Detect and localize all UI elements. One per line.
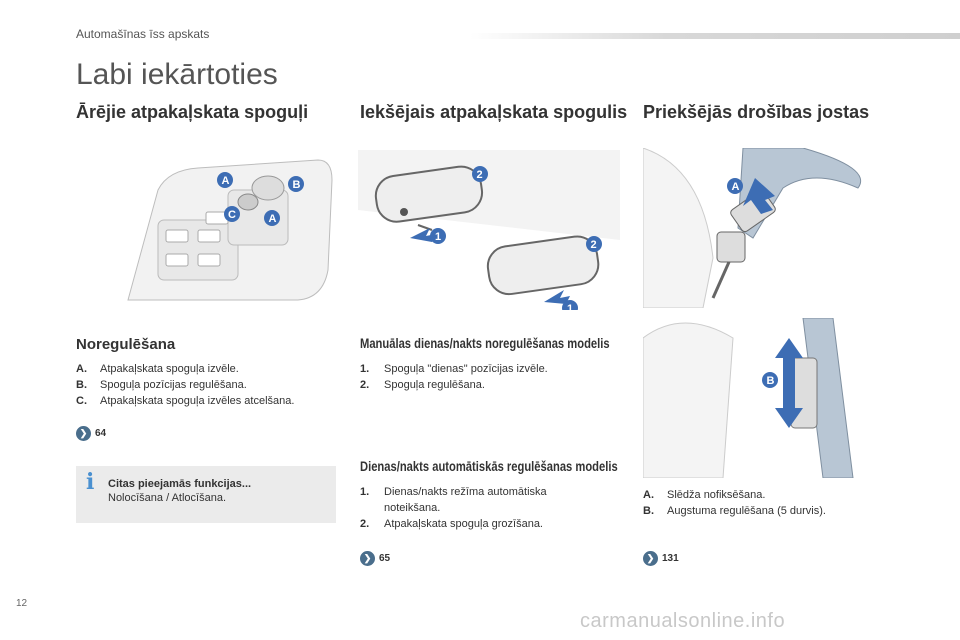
- page-reference-65[interactable]: ❯ 65: [360, 551, 390, 566]
- list-item: B.Augstuma regulēšana (5 durvis).: [643, 505, 826, 517]
- mirror-int-title: Iekšējais atpakaļskata spogulis: [360, 102, 628, 122]
- callout-a-badge: A: [727, 178, 743, 194]
- callout-1-badge: 1: [430, 228, 446, 244]
- adjustment-subtitle: Noregulēšana: [76, 336, 176, 353]
- seatbelt-buckle-illustration: A: [643, 148, 862, 308]
- chevron-right-icon: ❯: [76, 426, 91, 441]
- svg-text:2: 2: [477, 169, 483, 181]
- callout-1b-badge: 1: [562, 300, 578, 310]
- svg-text:1: 1: [567, 303, 573, 310]
- page-reference-64[interactable]: ❯ 64: [76, 426, 106, 441]
- callout-b-badge: B: [288, 176, 304, 192]
- list-item: 2.Atpakaļskata spoguļa grozīšana.: [360, 518, 543, 530]
- list-item: noteikšana.: [384, 502, 441, 514]
- chevron-right-icon: ❯: [360, 551, 375, 566]
- mirrors-ext-list: A.Atpakaļskata spoguļa izvēle. B.Spoguļa…: [76, 361, 336, 409]
- interior-mirror-illustration: 2 1 2 1: [358, 150, 620, 310]
- callout-a-badge: A: [217, 172, 233, 188]
- svg-text:2: 2: [591, 239, 597, 251]
- manual-list: 1.Spoguļa "dienas" pozīcijas izvēle. 2.S…: [360, 361, 620, 393]
- auto-model-subtitle: Dienas/nakts automātiskās regulēšanas mo…: [360, 458, 618, 474]
- callout-a2-badge: A: [264, 210, 280, 226]
- seatbelt-height-illustration: B: [643, 318, 854, 478]
- callout-b-badge: B: [762, 372, 778, 388]
- callout-2b-badge: 2: [586, 236, 602, 252]
- info-box: [76, 466, 336, 523]
- list-item: A.Atpakaļskata spoguļa izvēle.: [76, 363, 239, 375]
- seatbelt-list: A.Slēdža nofiksēšana. B.Augstuma regulēš…: [643, 487, 903, 519]
- seatbelts-title: Priekšējās drošības jostas: [643, 102, 870, 122]
- svg-text:1: 1: [435, 231, 441, 243]
- door-switch-illustration: A B C A: [127, 159, 333, 301]
- svg-text:A: A: [222, 175, 230, 187]
- svg-text:A: A: [269, 213, 277, 225]
- info-icon: i: [86, 469, 95, 495]
- page-number: 12: [16, 598, 28, 609]
- running-head: Automašīnas īss apskats: [76, 27, 210, 41]
- callout-2-badge: 2: [472, 166, 488, 182]
- svg-text:C: C: [228, 209, 236, 221]
- mirrors-ext-title: Ārējie atpakaļskata spoguļi: [76, 102, 309, 122]
- header-rule: [470, 33, 960, 39]
- svg-text:A: A: [732, 181, 740, 193]
- auto-list: 1.Dienas/nakts režīma automātiska noteik…: [360, 484, 620, 532]
- info-title: Citas pieejamās funkcijas...: [108, 478, 252, 490]
- list-item: B.Spoguļa pozīcijas regulēšana.: [76, 379, 247, 391]
- chevron-right-icon: ❯: [643, 551, 658, 566]
- svg-text:B: B: [767, 375, 775, 387]
- callout-c-badge: C: [224, 206, 240, 222]
- manual-model-subtitle: Manuālas dienas/nakts noregulēšanas mode…: [360, 335, 610, 351]
- list-item: C.Atpakaļskata spoguļa izvēles atcelšana…: [76, 395, 295, 407]
- list-item: 1.Dienas/nakts režīma automātiska: [360, 486, 547, 498]
- list-item: 1.Spoguļa "dienas" pozīcijas izvēle.: [360, 363, 548, 375]
- page-title: Labi iekārtoties: [76, 58, 278, 91]
- info-text: Nolocīšana / Atlocīšana.: [108, 492, 227, 504]
- page-reference-131[interactable]: ❯ 131: [643, 551, 679, 566]
- svg-text:B: B: [293, 179, 301, 191]
- watermark: carmanualsonline.info: [580, 610, 786, 632]
- list-item: 2.Spoguļa regulēšana.: [360, 379, 485, 391]
- list-item: A.Slēdža nofiksēšana.: [643, 489, 766, 501]
